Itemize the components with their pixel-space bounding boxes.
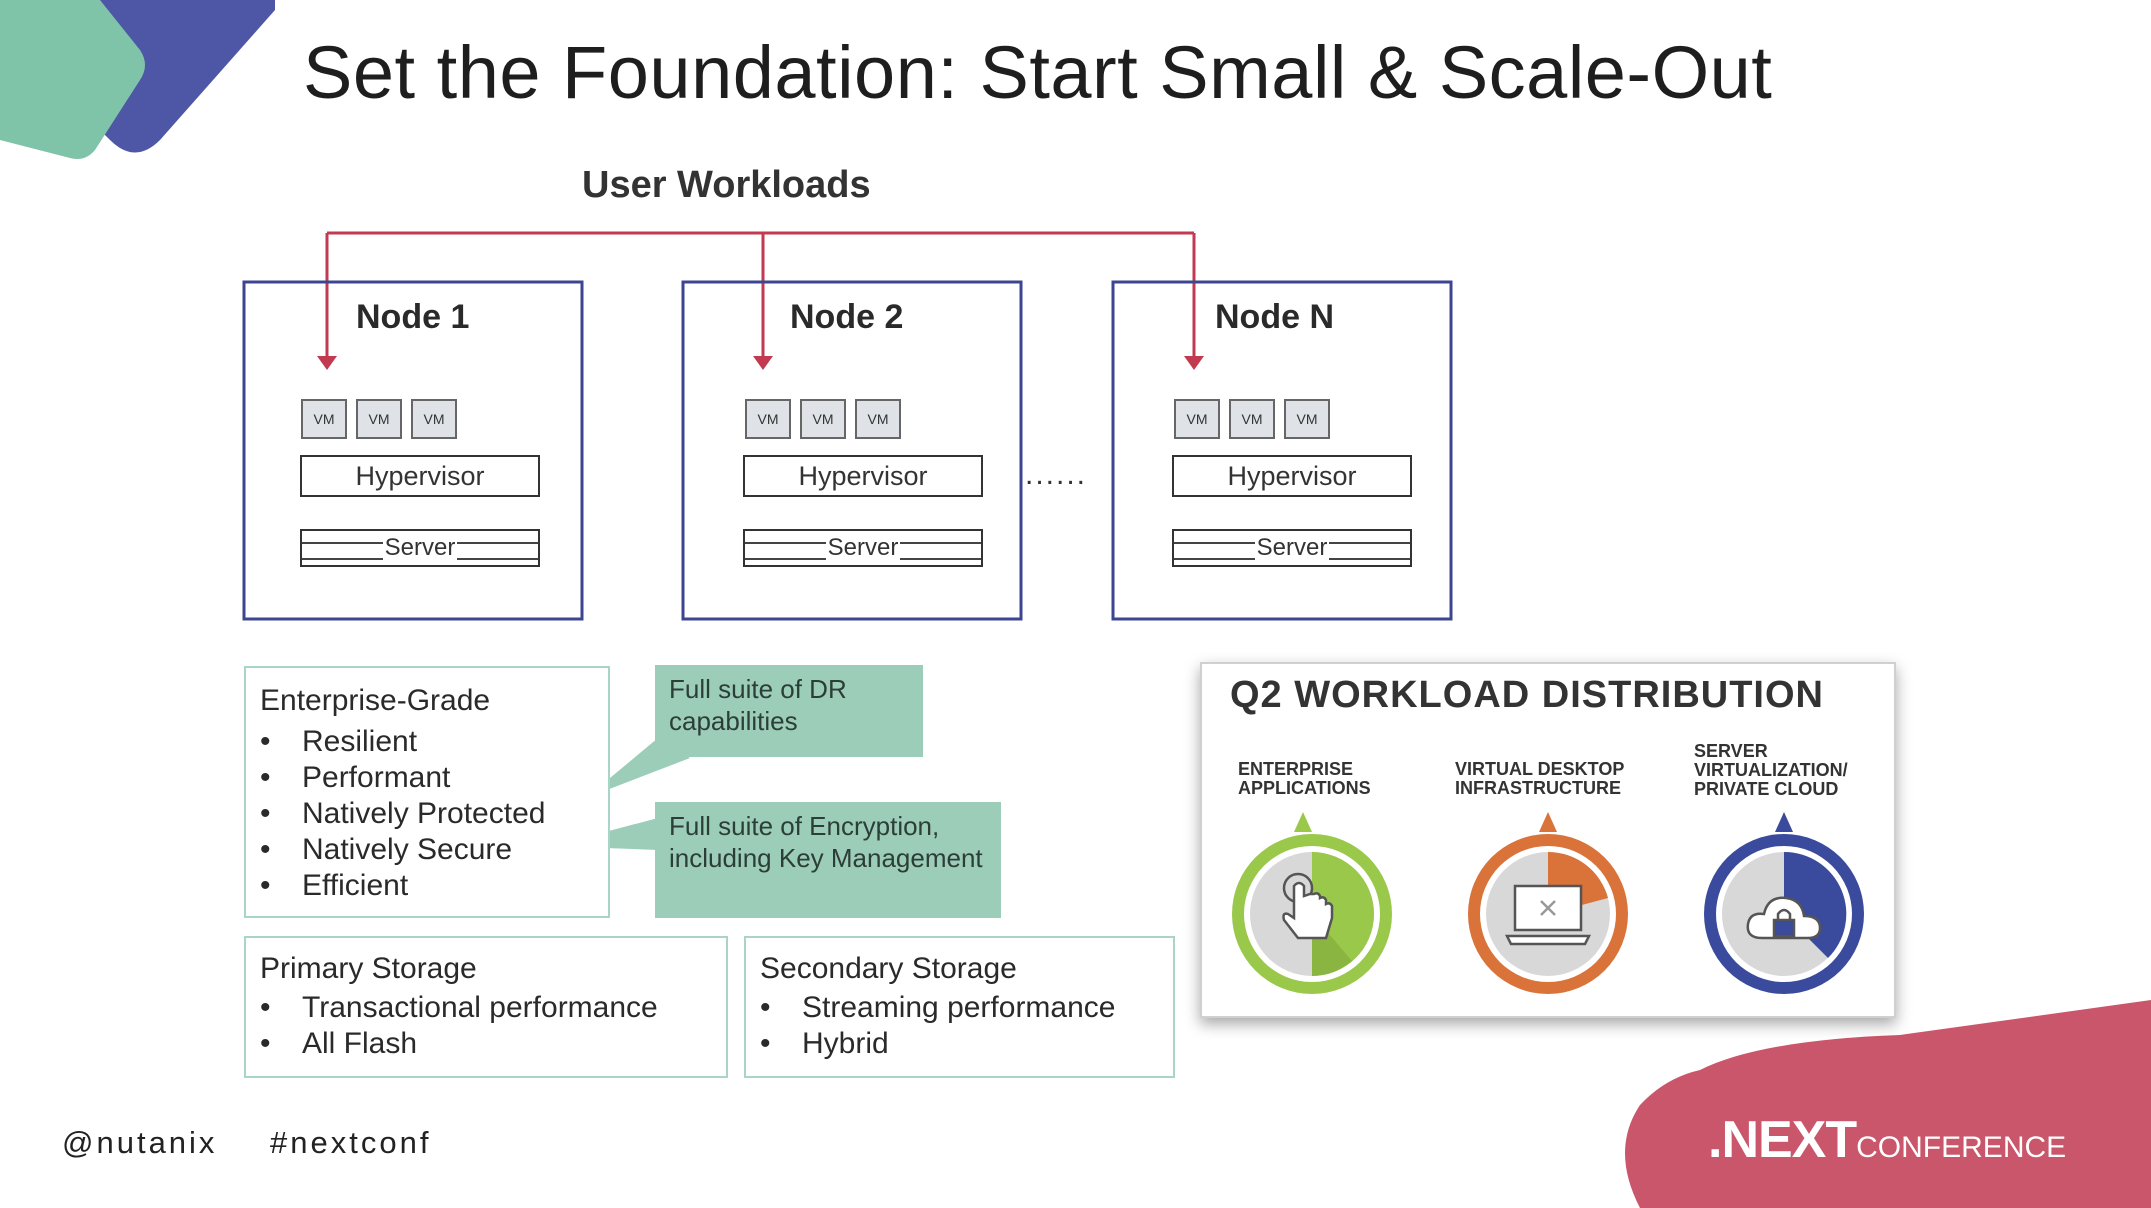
enterprise-apps-badge (1232, 812, 1392, 994)
vm-box: VM (800, 399, 846, 439)
hypervisor-box: Hypervisor (300, 455, 540, 497)
logo-next-text: .NEXT (1708, 1111, 1857, 1169)
arrowhead-node-2 (753, 356, 773, 370)
hand-pointer-icon (1282, 872, 1334, 940)
vm-box: VM (1229, 399, 1275, 439)
hypervisor-box: Hypervisor (743, 455, 983, 497)
footer-twitter-handle: @nutanix (62, 1125, 218, 1160)
server-box: Server (1172, 529, 1412, 567)
server-virtualization-label: SERVER VIRTUALIZATION/ PRIVATE CLOUD (1694, 741, 1848, 799)
list-item: •Natively Protected (260, 797, 546, 830)
callout-encryption: Full suite of Encryption, including Key … (655, 802, 1001, 918)
vm-box: VM (1284, 399, 1330, 439)
list-item: •Resilient (260, 725, 418, 758)
vdi-badge (1468, 812, 1628, 994)
primary-storage-title: Primary Storage (260, 952, 477, 985)
list-item: •Streaming performance (760, 991, 1116, 1024)
vm-box: VM (301, 399, 347, 439)
brand-shape (1625, 1000, 2151, 1208)
server-label: Server (382, 534, 458, 561)
node-n-box (1111, 280, 1453, 621)
primary-storage-list: •Transactional performance •All Flash (260, 990, 658, 1062)
q2-workload-card: Q2 WORKLOAD DISTRIBUTION ENTERPRISE APPL… (1200, 662, 1896, 1018)
list-item: •Transactional performance (260, 991, 658, 1024)
footer-hashtag: #nextconf (270, 1125, 432, 1160)
enterprise-grade-title: Enterprise-Grade (260, 684, 491, 717)
node-1-box (242, 280, 584, 621)
node-2-title: Node 2 (790, 298, 904, 336)
node-n-title: Node N (1215, 298, 1334, 336)
server-box: Server (743, 529, 983, 567)
vdi-label: VIRTUAL DESKTOP INFRASTRUCTURE (1455, 759, 1625, 798)
primary-storage-panel: Primary Storage •Transactional performan… (244, 936, 728, 1078)
q2-title: Q2 WORKLOAD DISTRIBUTION (1230, 674, 1824, 716)
cloud-lock-icon (1746, 896, 1822, 940)
logo-conference-text: CONFERENCE (1856, 1131, 2067, 1164)
vm-box: VM (356, 399, 402, 439)
more-nodes-ellipsis: ...... (1025, 458, 1088, 491)
user-workloads-label: User Workloads (582, 164, 871, 206)
q2-badges (1232, 812, 1864, 994)
slide-title: Set the Foundation: Start Small & Scale-… (303, 31, 1773, 114)
decor-teal-shape (0, 0, 145, 159)
secondary-storage-title: Secondary Storage (760, 952, 1017, 985)
arrowhead-node-1 (317, 356, 337, 370)
server-virtualization-badge (1704, 812, 1864, 994)
workload-arrows (325, 231, 1196, 362)
list-item: •Efficient (260, 869, 409, 902)
enterprise-grade-panel: Enterprise-Grade •Resilient •Performant … (244, 666, 610, 918)
node-2-box (681, 280, 1023, 621)
enterprise-grade-list: •Resilient •Performant •Natively Protect… (260, 724, 545, 904)
vm-box: VM (745, 399, 791, 439)
arrowhead-node-n (1184, 356, 1204, 370)
secondary-storage-panel: Secondary Storage •Streaming performance… (744, 936, 1175, 1078)
list-item: •Natively Secure (260, 833, 513, 866)
list-item: •Hybrid (760, 1027, 889, 1060)
secondary-storage-list: •Streaming performance •Hybrid (760, 990, 1115, 1062)
vm-box: VM (411, 399, 457, 439)
server-label: Server (1254, 534, 1330, 561)
next-conference-logo: .NEXTCONFERENCE (1708, 1110, 2066, 1170)
server-label: Server (825, 534, 901, 561)
hypervisor-box: Hypervisor (1172, 455, 1412, 497)
list-item: •Performant (260, 761, 451, 794)
laptop-icon (1504, 884, 1592, 946)
enterprise-apps-label: ENTERPRISE APPLICATIONS (1238, 759, 1371, 798)
node-1-title: Node 1 (356, 298, 470, 336)
vm-box: VM (855, 399, 901, 439)
vm-box: VM (1174, 399, 1220, 439)
server-box: Server (300, 529, 540, 567)
callout-dr: Full suite of DR capabilities (655, 665, 923, 757)
list-item: •All Flash (260, 1027, 418, 1060)
